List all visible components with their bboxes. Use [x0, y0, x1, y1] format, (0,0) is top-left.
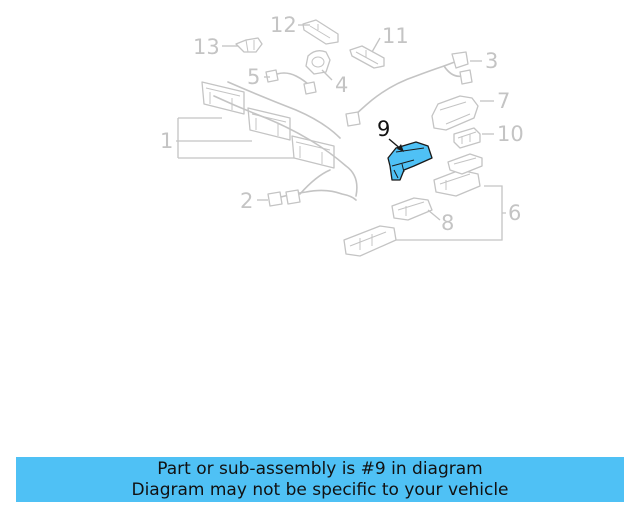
svg-text:9: 9 [377, 117, 390, 141]
svg-text:4: 4 [335, 73, 348, 97]
callout-1: 1 [160, 117, 294, 159]
callout-2: 2 [240, 189, 268, 213]
callout-12: 12 [270, 13, 310, 37]
callout-4: 4 [321, 69, 348, 97]
svg-text:5: 5 [247, 65, 260, 89]
svg-text:10: 10 [497, 122, 524, 146]
part-8-relay [391, 197, 433, 221]
part-9-bracket-highlighted [387, 141, 433, 181]
part-5-harness [265, 69, 317, 95]
banner-line-1: Part or sub-assembly is #9 in diagram [157, 459, 483, 479]
svg-text:7: 7 [497, 89, 510, 113]
callout-8: 8 [427, 209, 454, 235]
svg-text:6: 6 [508, 201, 521, 225]
callout-9: 9 [377, 117, 404, 152]
part-2-harness [267, 169, 357, 207]
callout-3: 3 [470, 49, 498, 73]
part-11-module [349, 45, 385, 69]
part-6-modules [343, 153, 483, 257]
svg-text:13: 13 [193, 35, 220, 59]
callout-10: 10 [482, 122, 524, 146]
part-4-clip [305, 50, 331, 75]
part-13-clip [235, 37, 263, 53]
svg-text:1: 1 [160, 129, 173, 153]
callout-5: 5 [247, 65, 270, 89]
svg-text:3: 3 [485, 49, 498, 73]
svg-text:11: 11 [382, 24, 409, 48]
part-10-sensor [453, 127, 481, 149]
callout-7: 7 [480, 89, 510, 113]
svg-text:8: 8 [441, 211, 454, 235]
callout-13: 13 [193, 35, 238, 59]
parts-diagram: 12 13 11 4 5 [160, 13, 524, 257]
info-banner: Part or sub-assembly is #9 in diagram Di… [16, 457, 624, 502]
callout-6: 6 [396, 185, 521, 241]
svg-text:12: 12 [270, 13, 297, 37]
part-1-modules [201, 81, 358, 197]
svg-text:2: 2 [240, 189, 253, 213]
part-12-bracket [302, 19, 339, 45]
part-7-cover [431, 95, 479, 131]
callout-11: 11 [371, 24, 409, 53]
part-3-harness [345, 51, 473, 127]
banner-line-2: Diagram may not be specific to your vehi… [131, 480, 509, 500]
